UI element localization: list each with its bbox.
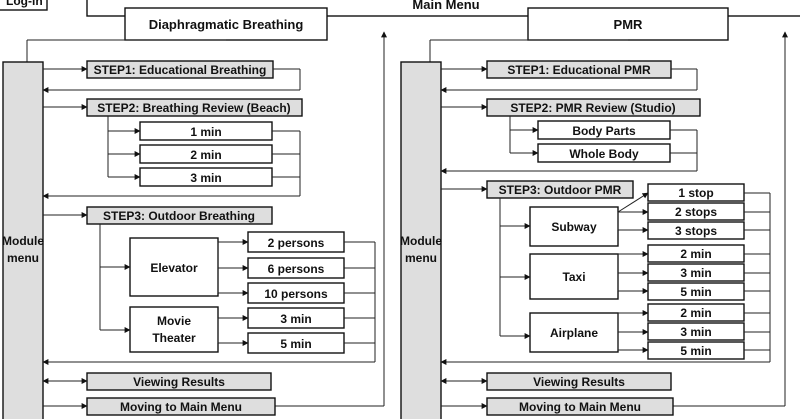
left-movie-theater[interactable]: Movie Theater — [129, 306, 219, 353]
left-step1[interactable]: STEP1: Educational Breathing — [86, 60, 274, 79]
right-taxi-option-2-label: 3 min — [680, 266, 711, 280]
left-step2-label: STEP2: Breathing Review (Beach) — [97, 101, 290, 115]
right-step2-option-1[interactable]: Body Parts — [537, 120, 671, 140]
left-viewing-label: Viewing Results — [133, 375, 225, 389]
left-module-menu-line2: menu — [7, 251, 39, 265]
program-pmr[interactable]: PMR — [527, 7, 729, 41]
right-viewing-results[interactable]: Viewing Results — [486, 372, 672, 391]
left-moving-main-menu[interactable]: Moving to Main Menu — [86, 397, 276, 416]
right-subway-option-3-label: 3 stops — [675, 224, 717, 238]
left-elevator-option-1[interactable]: 2 persons — [247, 231, 345, 253]
right-moving-main-menu[interactable]: Moving to Main Menu — [486, 397, 674, 416]
program-diaphragmatic-label: Diaphragmatic Breathing — [149, 17, 304, 32]
right-module-menu-line2: menu — [405, 251, 437, 265]
right-taxi-option-3[interactable]: 5 min — [647, 282, 745, 301]
right-subway-option-3[interactable]: 3 stops — [647, 221, 745, 240]
left-step1-label: STEP1: Educational Breathing — [94, 63, 267, 77]
right-subway-option-2-label: 2 stops — [675, 205, 717, 219]
program-diaphragmatic-breathing[interactable]: Diaphragmatic Breathing — [124, 7, 328, 41]
right-step2-option-2-label: Whole Body — [569, 147, 639, 161]
left-step2-option-1-label: 1 min — [190, 125, 221, 139]
right-step2-option-1-label: Body Parts — [572, 124, 636, 138]
left-module-menu-line1: Module — [2, 234, 44, 248]
left-step2-option-3[interactable]: 3 min — [139, 167, 273, 187]
left-movie-label-line1: Movie — [157, 314, 191, 328]
left-step3-label: STEP3: Outdoor Breathing — [103, 209, 255, 223]
right-step2-label: STEP2: PMR Review (Studio) — [510, 101, 675, 115]
right-taxi-option-3-label: 5 min — [680, 285, 711, 299]
left-viewing-results[interactable]: Viewing Results — [86, 372, 272, 391]
right-taxi-label: Taxi — [562, 270, 585, 284]
left-movie-option-1[interactable]: 3 min — [247, 307, 345, 329]
left-step2[interactable]: STEP2: Breathing Review (Beach) — [86, 98, 303, 117]
right-module-menu[interactable]: Module menu — [400, 61, 442, 419]
left-connectors — [42, 66, 376, 409]
program-pmr-label: PMR — [614, 17, 644, 32]
left-movie-option-2-label: 5 min — [280, 337, 311, 351]
right-step3[interactable]: STEP3: Outdoor PMR — [486, 180, 634, 199]
right-taxi-option-2[interactable]: 3 min — [647, 263, 745, 282]
right-taxi[interactable]: Taxi — [529, 253, 619, 300]
left-elevator-label: Elevator — [150, 261, 198, 275]
left-elevator-option-1-label: 2 persons — [268, 236, 325, 250]
right-step2-option-2[interactable]: Whole Body — [537, 143, 671, 163]
left-step2-option-3-label: 3 min — [190, 171, 221, 185]
left-elevator-option-3[interactable]: 10 persons — [247, 282, 345, 304]
right-step2[interactable]: STEP2: PMR Review (Studio) — [486, 98, 701, 117]
left-moving-label: Moving to Main Menu — [120, 400, 242, 414]
right-taxi-option-1[interactable]: 2 min — [647, 244, 745, 263]
left-elevator-option-2[interactable]: 6 persons — [247, 257, 345, 279]
right-airplane-option-2[interactable]: 3 min — [647, 322, 745, 341]
right-subway-label: Subway — [551, 220, 597, 234]
main-menu-label: Main Menu — [412, 0, 479, 12]
left-elevator-option-3-label: 10 persons — [264, 287, 328, 301]
left-movie-option-1-label: 3 min — [280, 312, 311, 326]
right-subway-option-1-label: 1 stop — [678, 186, 713, 200]
right-module-menu-line1: Module — [400, 234, 442, 248]
left-movie-label-line2: Theater — [152, 331, 196, 345]
right-moving-label: Moving to Main Menu — [519, 400, 641, 414]
left-step2-option-2[interactable]: 2 min — [139, 144, 273, 164]
right-airplane-option-1-label: 2 min — [680, 306, 711, 320]
left-module-menu[interactable]: Module menu — [2, 61, 44, 419]
right-subway-option-2[interactable]: 2 stops — [647, 202, 745, 221]
right-airplane-option-1[interactable]: 2 min — [647, 303, 745, 322]
left-elevator[interactable]: Elevator — [129, 237, 219, 297]
right-airplane-option-2-label: 3 min — [680, 325, 711, 339]
right-airplane-label: Airplane — [550, 326, 598, 340]
left-movie-option-2[interactable]: 5 min — [247, 332, 345, 354]
login-label: Log-in — [6, 0, 43, 8]
right-step1-label: STEP1: Educational PMR — [507, 63, 651, 77]
right-subway-option-1[interactable]: 1 stop — [647, 183, 745, 202]
left-step2-option-1[interactable]: 1 min — [139, 121, 273, 141]
login-box[interactable]: Log-in — [0, 0, 48, 11]
left-step2-option-2-label: 2 min — [190, 148, 221, 162]
right-viewing-label: Viewing Results — [533, 375, 625, 389]
right-connectors — [440, 66, 771, 409]
right-subway[interactable]: Subway — [529, 206, 619, 247]
right-airplane-option-3-label: 5 min — [680, 344, 711, 358]
right-step1[interactable]: STEP1: Educational PMR — [486, 60, 672, 79]
right-step3-label: STEP3: Outdoor PMR — [499, 183, 622, 197]
right-airplane-option-3[interactable]: 5 min — [647, 341, 745, 360]
right-taxi-option-1-label: 2 min — [680, 247, 711, 261]
left-step3[interactable]: STEP3: Outdoor Breathing — [86, 206, 273, 225]
left-elevator-option-2-label: 6 persons — [268, 262, 325, 276]
top-connectors — [26, 31, 788, 407]
right-airplane[interactable]: Airplane — [529, 312, 619, 353]
